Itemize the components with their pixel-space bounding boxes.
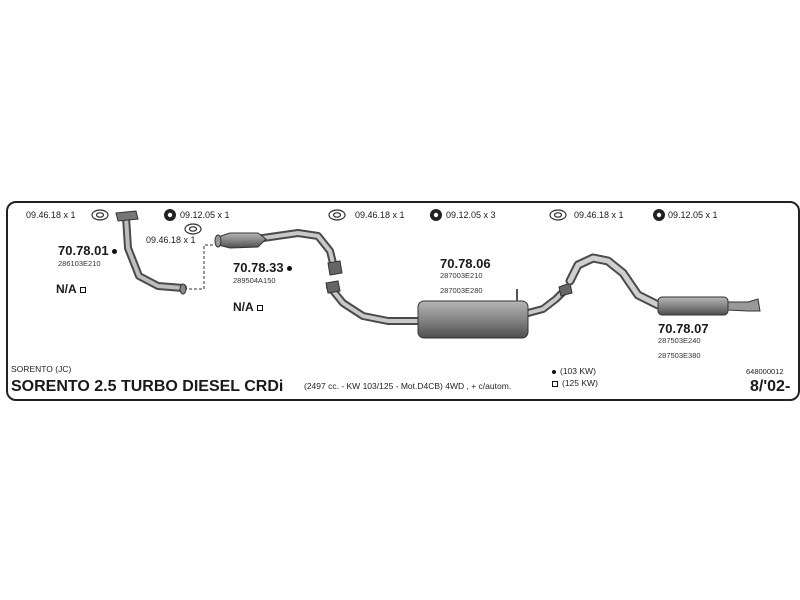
- model-code-label: SORENTO (JC): [11, 364, 72, 374]
- flange-nut-icon: [653, 209, 665, 221]
- open-square-marker: [552, 380, 558, 387]
- filled-dot-marker: [111, 249, 117, 255]
- part-number-label: 70.78.01: [58, 244, 117, 257]
- ref-gasket-label: 09.46.18 x 1: [574, 210, 624, 220]
- oem-code-label: 287003E210: [440, 271, 483, 280]
- ref-gasket-label: 09.46.18 x 1: [146, 235, 196, 245]
- rear-silencer-part: [565, 253, 761, 316]
- oem-code-label: 287503E240: [658, 336, 701, 345]
- dashed-connector: [184, 244, 213, 290]
- vehicle-title: SORENTO 2.5 TURBO DIESEL CRDi: [11, 378, 284, 395]
- flange-nut-icon: [164, 209, 176, 221]
- gasket-ring-icon: [184, 223, 202, 235]
- filled-dot-marker: [552, 369, 556, 374]
- exhaust-diagram-panel: 09.46.18 x 1 09.12.05 x 1 09.46.18 x 1 0…: [6, 201, 800, 401]
- middle-silencer-part: [325, 280, 573, 339]
- gasket-ring-icon: [91, 209, 109, 221]
- oem-code-label: 287003E280: [440, 286, 483, 295]
- open-square-marker: [79, 286, 86, 293]
- legend-103kw: (103 KW): [552, 367, 596, 376]
- oem-code-label: 287503E380: [658, 351, 701, 360]
- production-date: 8/'02-: [750, 378, 791, 395]
- not-available-label: N/A: [56, 283, 86, 295]
- ref-gasket-label: 09.46.18 x 1: [26, 210, 76, 220]
- oem-code-label: 289504A150: [233, 276, 276, 285]
- ref-nut-label: 09.12.05 x 1: [668, 210, 718, 220]
- part-number-label: 70.78.06: [440, 256, 491, 271]
- not-available-label: N/A: [233, 301, 263, 313]
- gasket-ring-icon: [549, 209, 567, 221]
- ref-nut-label: 09.12.05 x 3: [446, 210, 496, 220]
- catalog-number: 648000012: [746, 367, 784, 376]
- part-number-label: 70.78.33: [233, 261, 292, 274]
- gasket-ring-icon: [328, 209, 346, 221]
- legend-125kw: (125 KW): [552, 379, 598, 388]
- engine-spec-label: (2497 cc. - KW 103/125 - Mot.D4CB) 4WD ,…: [304, 381, 512, 391]
- ref-nut-label: 09.12.05 x 1: [180, 210, 230, 220]
- filled-dot-marker: [286, 266, 292, 272]
- oem-code-label: 286103E210: [58, 259, 101, 268]
- open-square-marker: [256, 304, 263, 311]
- exhaust-system-drawing: [91, 209, 761, 339]
- ref-gasket-label: 09.46.18 x 1: [355, 210, 405, 220]
- flange-nut-icon: [430, 209, 442, 221]
- catalytic-converter-part: [214, 229, 343, 276]
- front-downpipe-part: [115, 210, 187, 295]
- part-number-label: 70.78.07: [658, 321, 709, 336]
